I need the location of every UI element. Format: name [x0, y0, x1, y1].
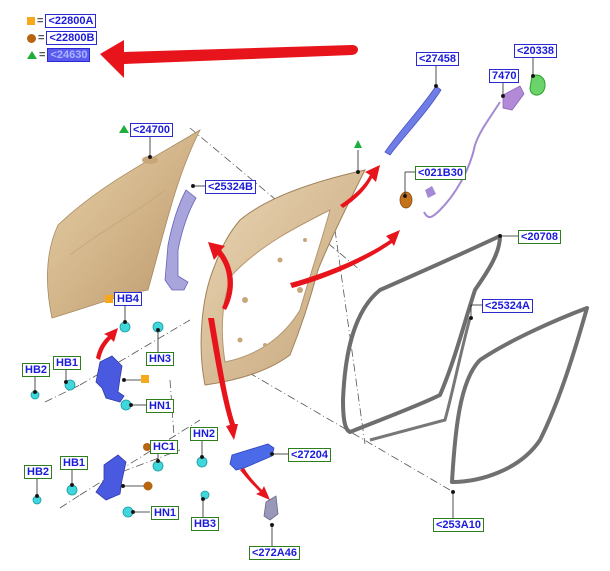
label-upper-hb4[interactable]: HB4 — [114, 292, 143, 306]
brown-circle-icon — [27, 33, 36, 43]
equals-sign: = — [39, 49, 46, 61]
label-upper-hb2[interactable]: HB2 — [22, 363, 51, 377]
orange-square-icon — [105, 295, 113, 303]
window-channel-part[interactable] — [384, 85, 442, 156]
label-window-channel[interactable]: <27458 — [416, 52, 460, 66]
fastener-icons — [30, 321, 210, 518]
green-triangle-icon — [119, 125, 129, 133]
handle-cable-assembly[interactable] — [423, 74, 546, 218]
label-upper-hn1[interactable]: HN1 — [146, 399, 175, 413]
label-upper-hn3[interactable]: HN3 — [146, 352, 175, 366]
brown-circle-marker — [143, 481, 153, 491]
orange-square-marker — [141, 375, 149, 383]
label-handle-bezel[interactable]: <20338 — [514, 44, 558, 58]
legend-code-24630[interactable]: <24630 — [47, 48, 91, 62]
arrow-to-seal-icon — [290, 230, 400, 288]
label-check-hn2[interactable]: HN2 — [190, 427, 219, 441]
legend-row-square: = <22800A — [27, 14, 97, 28]
arrow-to-handle-icon — [340, 165, 380, 208]
label-door-seal[interactable]: <20708 — [518, 230, 562, 244]
legend-row-triangle: = <24630 — [27, 48, 91, 62]
red-arrows — [96, 40, 400, 500]
label-reinforcement-b[interactable]: <25324B — [205, 180, 256, 194]
label-lower-hc1[interactable]: HC1 — [150, 440, 179, 454]
green-triangle-marker — [354, 140, 362, 148]
arrow-to-check-cover-icon — [240, 468, 270, 500]
check-cover-part[interactable] — [263, 495, 279, 521]
arrow-to-hb4-icon — [96, 328, 118, 360]
label-body-seal[interactable]: <253A10 — [433, 518, 484, 532]
label-reinforcement-a[interactable]: <25324A — [482, 299, 533, 313]
label-check-cover[interactable]: <272A46 — [249, 546, 300, 560]
brown-circle-marker — [143, 443, 151, 451]
label-handle[interactable]: 7470 — [489, 69, 520, 83]
lower-hinge-part[interactable] — [95, 454, 127, 501]
arrow-to-check-icon — [208, 318, 238, 440]
legend-row-circle: = <22800B — [27, 31, 98, 45]
orange-square-icon — [27, 17, 35, 25]
label-lower-hn1[interactable]: HN1 — [151, 506, 180, 520]
legend-code-22800b[interactable]: <22800B — [46, 31, 98, 45]
label-outer-panel[interactable]: <24700 — [130, 123, 174, 137]
check-arm-part[interactable] — [229, 443, 275, 471]
label-lower-hb2[interactable]: HB2 — [24, 465, 53, 479]
label-lock-grommet[interactable]: <021B30 — [415, 166, 466, 180]
reinforcement-a-part[interactable] — [369, 317, 472, 442]
green-triangle-icon — [27, 51, 37, 59]
equals-sign: = — [38, 32, 45, 44]
equals-sign: = — [37, 15, 44, 27]
label-check-hb3[interactable]: HB3 — [191, 517, 220, 531]
large-pointer-arrow-icon — [100, 40, 358, 78]
reinforcement-b-part[interactable] — [164, 189, 197, 291]
legend-code-22800a[interactable]: <22800A — [45, 14, 97, 28]
arrow-to-reinforcement-icon — [208, 242, 233, 310]
leader-lines — [33, 57, 536, 546]
label-lower-hb1[interactable]: HB1 — [60, 456, 89, 470]
inner-door-frame[interactable] — [200, 169, 366, 386]
upper-hinge-part[interactable] — [95, 355, 125, 403]
door-seal-part[interactable] — [341, 234, 502, 434]
body-seal-part[interactable] — [450, 306, 589, 484]
label-check-arm[interactable]: <27204 — [288, 448, 332, 462]
outer-door-panel[interactable] — [47, 128, 201, 319]
label-upper-hb1[interactable]: HB1 — [53, 356, 82, 370]
